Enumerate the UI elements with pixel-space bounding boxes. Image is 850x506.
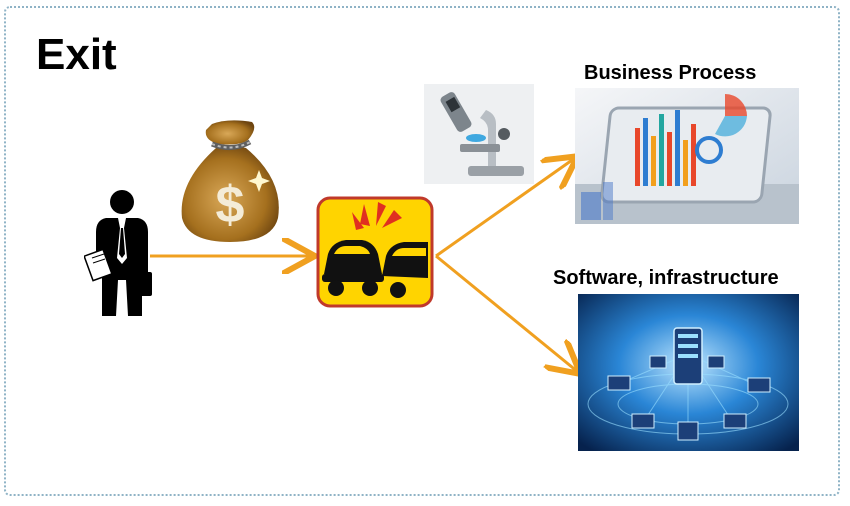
money-bag-icon: $ — [181, 120, 279, 242]
software-infrastructure-label: Software, infrastructure — [553, 267, 779, 289]
business-process-label: Business Process — [584, 62, 757, 84]
analytics-tablet-image — [575, 88, 799, 224]
svg-text:$: $ — [216, 176, 245, 234]
network-infrastructure-image — [578, 294, 799, 451]
slide-frame — [4, 6, 840, 496]
arrow-to-software — [435, 254, 578, 372]
microscope-icon — [424, 84, 534, 184]
slide-title: Exit — [36, 30, 117, 79]
car-crash-icon — [316, 196, 434, 308]
arrow-to-business — [435, 158, 575, 258]
businessman-icon — [84, 190, 152, 316]
